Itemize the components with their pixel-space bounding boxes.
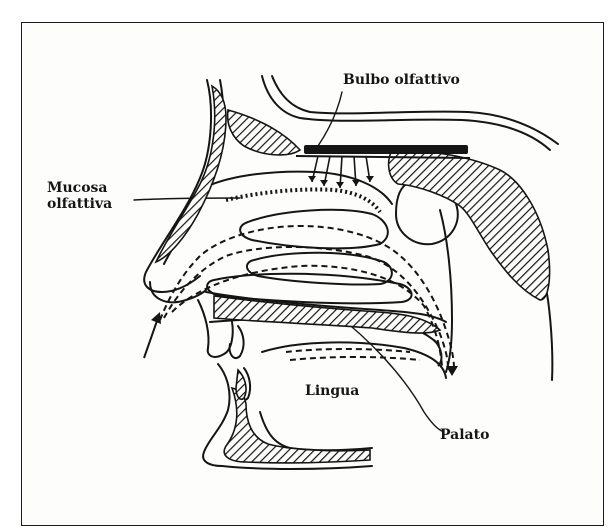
frontal-bone-hatched: [228, 110, 300, 155]
label-palato: Palato: [440, 427, 489, 443]
jaw-inner: [260, 412, 372, 450]
olfactory-bulb: [304, 145, 468, 154]
airflow-paths: [160, 226, 454, 368]
label-lingua: Lingua: [305, 383, 359, 399]
tooth-hatched: [236, 370, 246, 399]
label-bulbo-olfattivo: Bulbo olfattivo: [343, 72, 460, 88]
label-mucosa-olfattiva: Mucosa olfattiva: [47, 180, 137, 212]
inlet-arrow: [144, 318, 158, 358]
nasal-roof-arch: [200, 172, 392, 204]
mucosa-leader: [134, 198, 240, 200]
nasal-bone-hatched: [156, 86, 226, 262]
olfactory-mucosa: [226, 189, 380, 212]
bulbo-leader: [318, 92, 342, 146]
label-mucosa-line1: Mucosa: [47, 180, 137, 196]
sphenoid-hatched: [389, 150, 550, 300]
label-mucosa-line2: olfattiva: [47, 196, 137, 212]
jaw-line: [222, 466, 372, 469]
tongue-outline: [262, 342, 446, 378]
outlet-arrowhead: [446, 366, 458, 376]
